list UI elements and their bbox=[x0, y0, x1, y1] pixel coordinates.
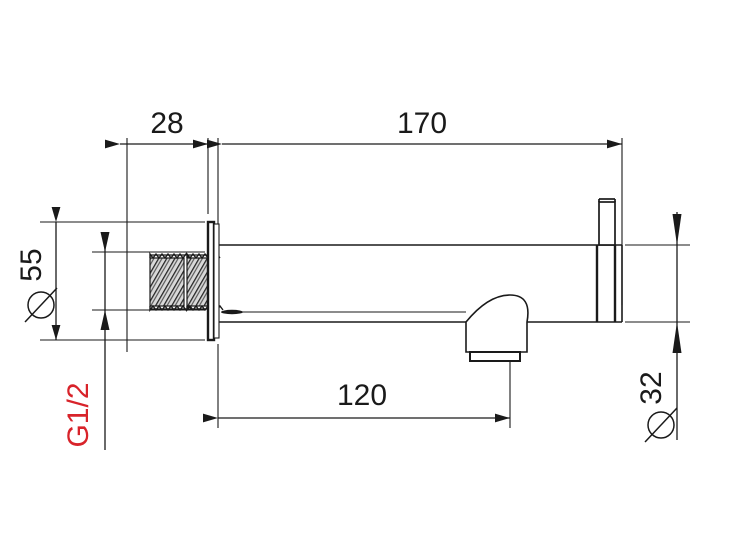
g12-arrow-top bbox=[100, 232, 110, 252]
dimension-28: 28 bbox=[105, 107, 208, 149]
spout-body bbox=[219, 244, 623, 323]
g12-arrow-bottom bbox=[100, 310, 110, 330]
thread-shank bbox=[149, 251, 224, 313]
centre-line bbox=[221, 309, 466, 315]
dimension-diameter-32: 32 bbox=[635, 212, 682, 443]
dimension-32-label: 32 bbox=[635, 371, 668, 404]
lever-handle bbox=[598, 198, 616, 246]
dim32-arrow-bottom bbox=[672, 322, 682, 353]
centre-line-marker bbox=[221, 309, 243, 315]
dimension-g12: G1/2 bbox=[62, 232, 110, 450]
dimension-55-label: 55 bbox=[15, 248, 48, 281]
wall-flange bbox=[206, 220, 220, 342]
valve-block bbox=[595, 245, 617, 322]
dimension-120: 120 bbox=[203, 379, 510, 423]
outlet-aerator bbox=[469, 351, 521, 362]
outlet-dome-profile bbox=[465, 294, 529, 353]
diameter-symbol-32 bbox=[644, 407, 678, 443]
water-outlet bbox=[465, 294, 529, 362]
dimension-28-label: 28 bbox=[150, 107, 183, 140]
dimension-diameter-55: 55 bbox=[15, 207, 61, 340]
dimension-g12-label: G1/2 bbox=[62, 382, 95, 447]
dimension-170: 170 bbox=[207, 107, 622, 149]
dimension-120-label: 120 bbox=[337, 379, 387, 412]
dimension-170-label: 170 bbox=[397, 107, 447, 140]
diameter-symbol-55 bbox=[24, 287, 58, 323]
dim32-arrow-top bbox=[672, 214, 682, 245]
